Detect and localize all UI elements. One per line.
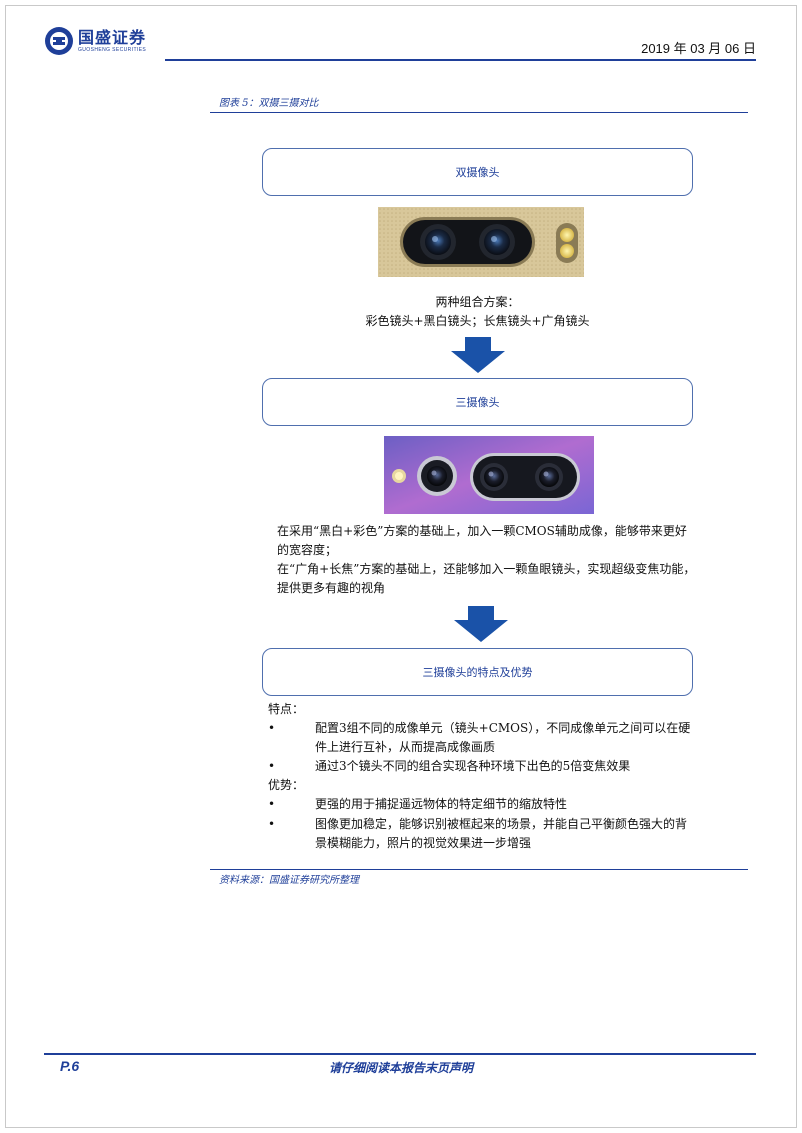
triple-description: 在采用“黑白+彩色”方案的基础上，加入一颗CMOS辅助成像，能够带来更好的宽容度… [277,522,697,598]
dual-camera-photo [378,207,584,277]
figure-caption: 图表 5：双摄三摄对比 [219,98,319,109]
triple-camera-box: 三摄像头 [262,378,693,426]
down-arrow-icon [451,337,505,373]
header-divider [165,59,756,61]
advantage-item-text: 图像更加稳定，能够识别被框起来的场景，并能自己平衡颜色强大的背景模糊能力，照片的… [315,817,688,850]
dual-camera-box: 双摄像头 [262,148,693,196]
report-date: 2019 年 03 月 06 日 [641,41,756,56]
bullet-icon: • [268,721,276,735]
logo-english-text: GUOSHENG SECURITIES [78,46,147,53]
advantages-heading: 优势： [268,778,305,792]
logo-mark-icon [45,27,73,55]
advantages-box: 三摄像头的特点及优势 [262,648,693,696]
footer-divider [44,1053,756,1055]
bullet-icon: • [268,759,276,773]
company-logo: 国盛证券 GUOSHENG SECURITIES [44,26,146,56]
page-number: P.6 [60,1058,80,1074]
dual-combo-line1: 两种组合方案： [435,295,520,309]
figure-bottom-rule [210,869,748,870]
dual-combo-line2: 彩色镜头+黑白镜头；长焦镜头+广角镜头 [365,314,590,328]
figure-top-rule [210,112,748,113]
advantages-box-label: 三摄像头的特点及优势 [422,666,533,679]
features-heading: 特点： [268,702,305,716]
feature-item: • 配置3组不同的成像单元（镜头+CMOS），不同成像单元之间可以在硬件上进行互… [262,719,702,757]
down-arrow-icon-2 [454,606,508,642]
bullet-icon: • [268,817,276,831]
dual-camera-label: 双摄像头 [455,166,500,179]
triple-paragraph-1: 在采用“黑白+彩色”方案的基础上，加入一颗CMOS辅助成像，能够带来更好的宽容度… [277,524,687,557]
triple-camera-photo [384,436,594,514]
feature-item-text: 通过3个镜头不同的组合实现各种环境下出色的5倍变焦效果 [315,759,631,773]
page-border [5,5,797,1128]
feature-item-text: 配置3组不同的成像单元（镜头+CMOS），不同成像单元之间可以在硬件上进行互补，… [315,721,691,754]
bullet-icon: • [268,797,276,811]
logo-chinese-text: 国盛证券 [78,27,147,47]
figure-source: 资料来源：国盛证券研究所整理 [219,875,359,886]
footer-disclaimer: 请仔细阅读本报告末页声明 [328,1061,473,1075]
triple-paragraph-2: 在“广角+长焦”方案的基础上，还能够加入一颗鱼眼镜头，实现超级变焦功能，提供更多… [277,562,696,595]
triple-camera-label: 三摄像头 [455,396,500,409]
advantage-item-text: 更强的用于捕捉遥远物体的特定细节的缩放特性 [315,797,568,811]
